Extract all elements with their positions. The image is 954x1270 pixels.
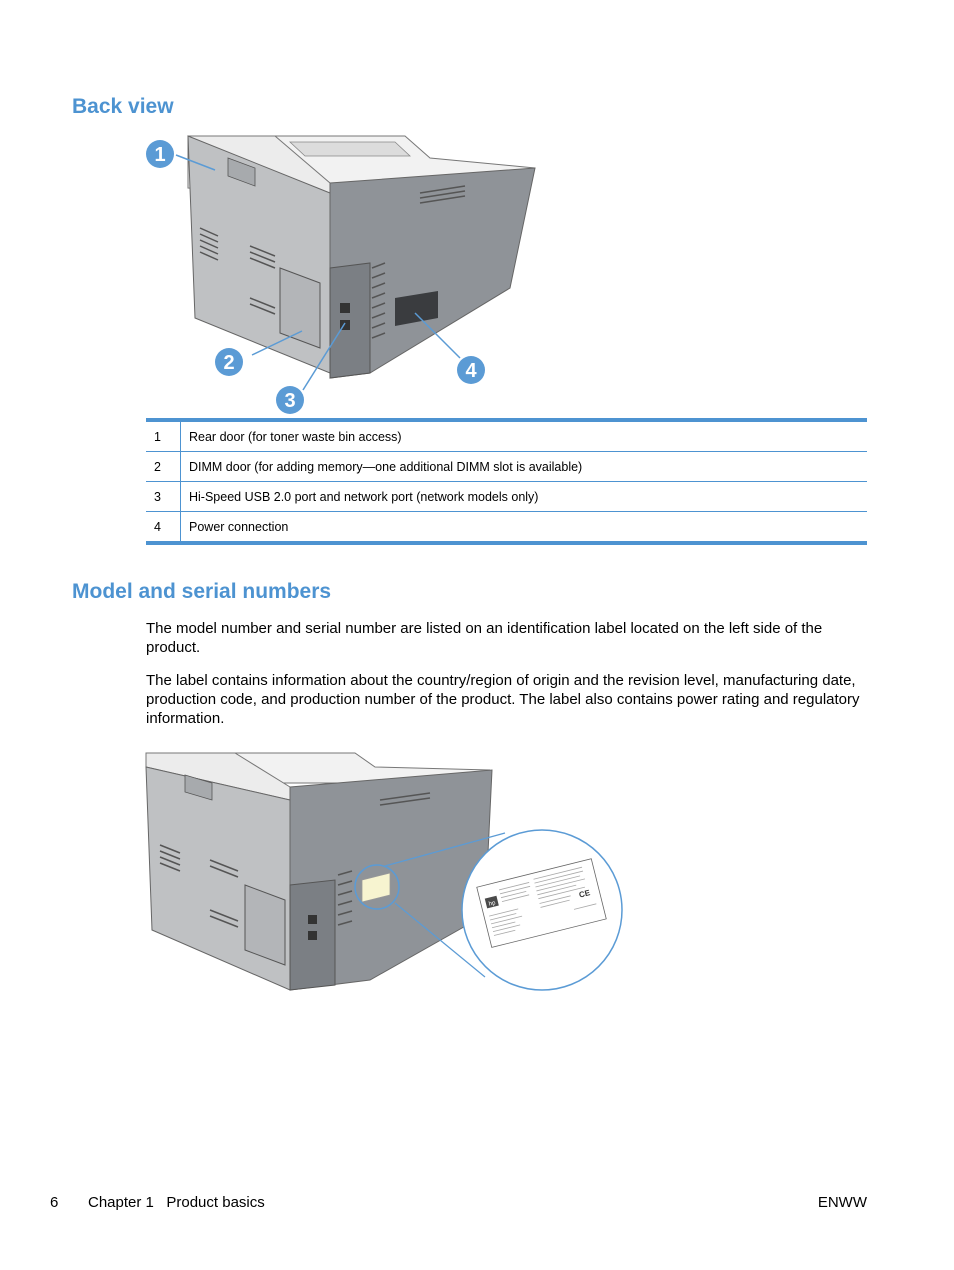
legend-description: Rear door (for toner waste bin access): [180, 420, 867, 452]
callout-4-label: 4: [465, 360, 477, 382]
callout-2: [215, 348, 243, 376]
legend-description: Hi-Speed USB 2.0 port and network port (…: [180, 481, 867, 512]
back-view-legend-table: 1 Rear door (for toner waste bin access)…: [146, 418, 867, 545]
section-title-back-view: Back view: [72, 95, 174, 118]
table-row: 2 DIMM door (for adding memory—one addit…: [146, 451, 867, 482]
callout-1-label: 1: [154, 144, 165, 166]
paragraph-label-location: The model number and serial number are l…: [146, 620, 823, 656]
footer-enww: ENWW: [817, 1194, 867, 1211]
hp-logo-text: hp: [488, 900, 497, 908]
paragraph-label-contents: The label contains information about the…: [146, 672, 860, 727]
section-title-model-serial: Model and serial numbers: [72, 580, 332, 603]
table-row: 1 Rear door (for toner waste bin access): [146, 420, 867, 452]
footer-chapter: Chapter 1 Product basics: [88, 1194, 265, 1211]
legend-number: 1: [146, 420, 181, 452]
legend-number: 4: [146, 511, 181, 543]
printer-label-location-illustration: hp CE: [145, 752, 623, 991]
printer-back-view-illustration: 1 2 3 4: [146, 135, 536, 414]
ce-mark: CE: [578, 888, 592, 900]
legend-number: 2: [146, 451, 181, 482]
legend-number: 3: [146, 481, 181, 512]
legend-description: Power connection: [189, 519, 289, 534]
callout-2-label: 2: [223, 352, 234, 374]
callout-4: [457, 356, 485, 384]
callout-1: [146, 140, 174, 168]
callout-3: [276, 386, 304, 414]
callout-3-label: 3: [284, 390, 295, 412]
legend-description: DIMM door (for adding memory—one additio…: [180, 451, 867, 482]
footer-page-number: 6: [50, 1194, 59, 1211]
table-row: 4 Power connection: [146, 511, 867, 543]
hp-logo-icon: [484, 895, 499, 909]
table-row: 3 Hi-Speed USB 2.0 port and network port…: [146, 481, 867, 512]
